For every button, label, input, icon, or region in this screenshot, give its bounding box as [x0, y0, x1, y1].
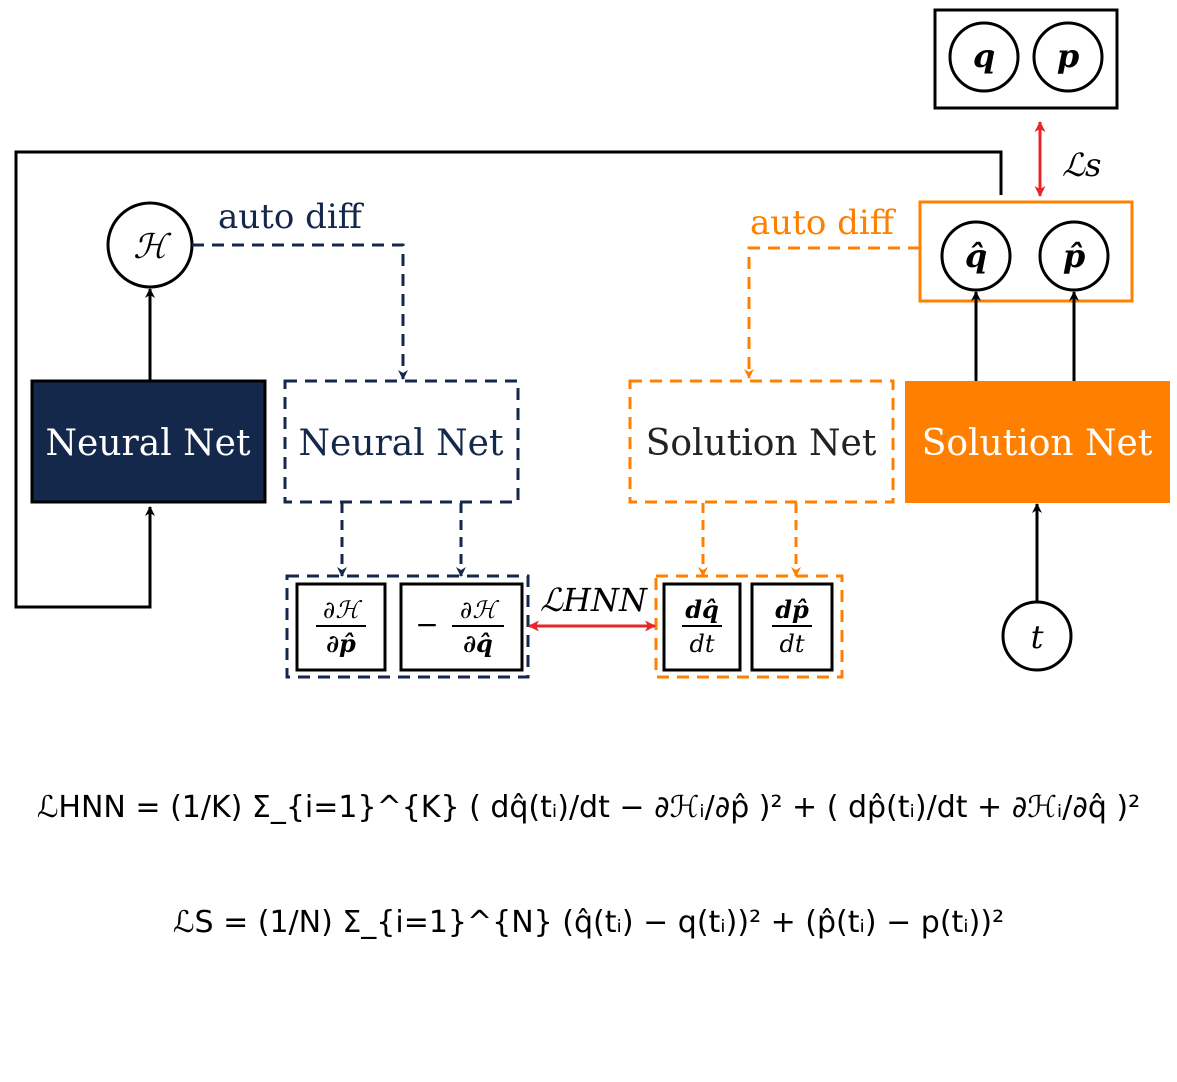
neural-net-block-label: Neural Net [46, 423, 251, 464]
solution-net-block-label: Solution Net [922, 423, 1153, 464]
auto-diff-right-label: auto diff [750, 203, 897, 243]
neural-net-dashed-block [283, 379, 520, 504]
loss-hnn-equation-text: ℒHNN = (1/K) Σ_{i=1}^{K} ( dq̂(tᵢ)/dt − … [36, 790, 1141, 825]
dh-dp-denominator: ∂p̂ [326, 629, 356, 658]
loss-s-label: ℒs [1062, 146, 1101, 184]
dh-dq-sign: − [415, 608, 438, 641]
auto-diff-left-label: auto diff [218, 197, 365, 237]
dq-dt-denominator: dt [689, 630, 714, 658]
auto-diff-right-connector [744, 246, 920, 379]
dq-dt-numerator: dq̂ [685, 595, 719, 624]
q-hat-node-label: q̂ [965, 237, 987, 275]
feedback-connector [14, 150, 1003, 609]
dh-dq-denominator: ∂q̂ [463, 629, 493, 658]
solution-net-dashed-block [628, 379, 895, 504]
loss-s-equation-text: ℒS = (1/N) Σ_{i=1}^{N} (q̂(tᵢ) − q(tᵢ))²… [172, 905, 1005, 940]
q-node-label: q [973, 37, 995, 75]
hamiltonian-node-label: ℋ [133, 227, 172, 267]
dh-dq-numerator: ∂ℋ [460, 596, 499, 624]
neural-net-block [30, 379, 267, 504]
neural-net-dashed-label: Neural Net [299, 423, 504, 464]
target-state-box [933, 8, 1119, 110]
predicted-state-box [918, 200, 1134, 303]
loss-s-equation: ℒS = (1/N) Σ_{i=1}^{N} (q̂(tᵢ) − q(tᵢ))²… [0, 905, 1177, 940]
p-node-label: p [1057, 37, 1079, 75]
loss-hnn-label: ℒHNN [540, 581, 648, 619]
solution-net-dashed-label: Solution Net [646, 423, 877, 464]
dp-dt-denominator: dt [779, 630, 804, 658]
auto-diff-left-connector [192, 243, 408, 380]
p-node [1032, 21, 1104, 93]
q-hat-node [940, 220, 1012, 292]
p-hat-node-label: p̂ [1063, 237, 1085, 275]
dh-dp-numerator: ∂ℋ [323, 596, 362, 624]
loss-s-text: ℒs [1062, 146, 1101, 184]
p-hat-node [1038, 220, 1110, 292]
time-derivatives-group [654, 574, 844, 679]
solution-net-block [905, 381, 1170, 503]
loss-hnn-equation: ℒHNN = (1/K) Σ_{i=1}^{K} ( dq̂(tᵢ)/dt − … [0, 790, 1177, 825]
q-node [948, 21, 1020, 93]
t-node-label: t [1031, 618, 1044, 656]
dp-dt-numerator: dp̂ [775, 595, 809, 624]
